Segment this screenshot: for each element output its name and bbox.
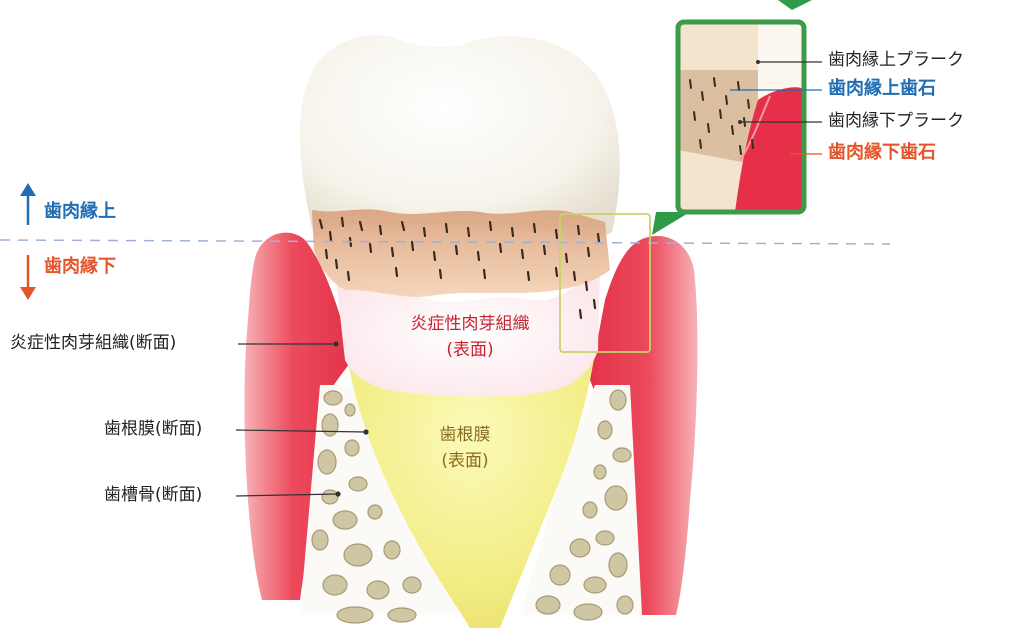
inset-pointer xyxy=(652,212,690,235)
label-alveolar-bone-section: 歯槽骨(断面) xyxy=(104,485,203,505)
label-pdl-surface-line2: (表面) xyxy=(441,451,489,471)
plaque-band xyxy=(312,209,610,297)
label-subgingival-plaque: 歯肉縁下プラーク xyxy=(828,111,964,131)
label-pdl-surface: 歯根膜 (表面) xyxy=(410,427,520,470)
tooth-root xyxy=(345,330,598,628)
label-supragingival-calculus: 歯肉縁上歯石 xyxy=(828,78,936,99)
alveolar-bone-left xyxy=(300,385,460,615)
tooth-crown xyxy=(300,35,620,241)
arrow-up-icon xyxy=(20,183,36,225)
label-granulation-surface: 炎症性肉芽組織 (表面) xyxy=(385,316,555,359)
gingival-margin-line xyxy=(0,239,891,245)
label-below-gingival-margin: 歯肉縁下 xyxy=(44,256,116,277)
inset-pointer-top xyxy=(778,0,812,10)
gingiva-left xyxy=(244,232,352,600)
label-granulation-surface-line2: (表面) xyxy=(446,340,494,360)
left-leader-lines xyxy=(235,341,369,497)
plaque-speckles xyxy=(318,216,601,320)
label-granulation-surface-line1: 炎症性肉芽組織 xyxy=(410,314,530,334)
granulation-tissue-surface xyxy=(335,270,600,397)
bone-marrow-left xyxy=(311,390,422,624)
highlight-box xyxy=(559,213,651,353)
label-pdl-surface-line1: 歯根膜 xyxy=(439,425,491,445)
label-subgingival-calculus: 歯肉縁下歯石 xyxy=(828,142,936,163)
arrow-down-icon xyxy=(20,255,36,300)
label-above-gingival-margin: 歯肉縁上 xyxy=(44,201,116,222)
label-supragingival-plaque: 歯肉縁上プラーク xyxy=(828,50,964,70)
inset-zoom xyxy=(675,19,822,215)
label-granulation-section: 炎症性肉芽組織(断面) xyxy=(10,333,177,353)
bone-marrow-right xyxy=(535,389,634,621)
label-pdl-section: 歯根膜(断面) xyxy=(104,419,203,439)
